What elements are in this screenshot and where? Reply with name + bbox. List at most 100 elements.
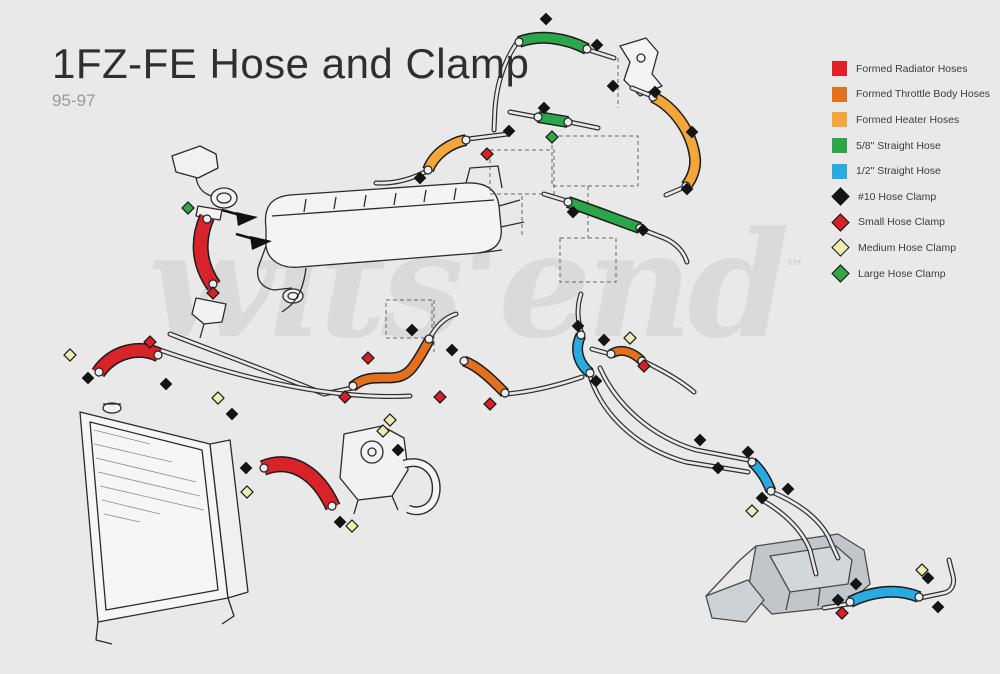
hose-clamp-medium [63, 348, 77, 362]
hose-clamp-10 [685, 125, 699, 139]
hose-clamp-10 [159, 377, 173, 391]
legend-item: Small Hose Clamp [831, 210, 990, 236]
legend-item: #10 Hose Clamp [831, 184, 990, 210]
metal-pipe-core [428, 312, 458, 340]
hose-clamp-10 [711, 461, 725, 475]
legend-item: Formed Radiator Hoses [832, 56, 990, 82]
legend-item: Large Hose Clamp [831, 261, 990, 287]
worm-clamp-ring [576, 330, 586, 340]
metal-pipe-core [639, 227, 689, 264]
worm-clamp-ring [423, 165, 433, 175]
metal-pipe [638, 226, 690, 265]
legend-item: Formed Heater Hoses [832, 107, 990, 133]
radiator [79, 402, 249, 645]
legend-item: 5/8" Straight Hose [832, 133, 990, 159]
legend-label: Formed Throttle Body Hoses [856, 88, 991, 101]
hose-clamp-10 [693, 433, 707, 447]
legend-label: #10 Hose Clamp [858, 190, 937, 203]
hose-swatch-square [832, 138, 847, 154]
worm-clamp-ring [459, 356, 469, 366]
worm-clamp-ring [914, 592, 924, 602]
water-pump [339, 425, 441, 516]
metal-pipe-core [504, 375, 584, 396]
hose-clamp-10 [502, 124, 516, 138]
pointer-arrows [221, 208, 272, 250]
worm-clamp-ring [259, 463, 269, 473]
worm-clamp-ring [766, 486, 776, 496]
hose-clamp-medium [915, 563, 929, 577]
hose-clamp-10 [537, 101, 551, 115]
hose-clamp-10 [921, 571, 935, 585]
hose-heater [423, 135, 468, 172]
legend-label: Formed Radiator Hoses [856, 62, 968, 75]
clamp-markers-layer [63, 12, 945, 620]
hose-clamp-10 [741, 445, 755, 459]
hose-clamp-10 [566, 205, 580, 219]
clamp-swatch-diamond [831, 213, 850, 232]
worm-clamp-ring [563, 117, 573, 127]
rear-heater-unit [705, 533, 871, 623]
worm-clamp-ring [424, 334, 434, 344]
metal-pipe-core [587, 48, 616, 60]
legend-label: 5/8" Straight Hose [856, 139, 941, 152]
hose-heater [650, 92, 700, 189]
hose-clamp-medium [240, 485, 254, 499]
page-title: 1FZ-FE Hose and Clamp [52, 40, 530, 87]
hose-clamp-10 [81, 371, 95, 385]
hose-clamp-10 [571, 319, 585, 333]
worm-clamp-ring [747, 457, 757, 467]
hose-straight58 [566, 197, 642, 233]
hose-straight58 [537, 112, 569, 127]
hose-clamp-10 [333, 515, 347, 529]
metal-pipe-core [466, 132, 510, 141]
metal-pipe-core [567, 120, 600, 130]
hose-radiator [93, 344, 162, 377]
worm-clamps-layer [94, 37, 924, 607]
hose-clamp-small [206, 286, 220, 300]
worm-clamp-ring [202, 214, 212, 224]
page-subtitle: 95-97 [52, 91, 96, 110]
worm-clamp-ring [514, 37, 524, 47]
hose-clamp-10 [849, 577, 863, 591]
engine-line-art [79, 37, 871, 645]
hose-clamp-small [480, 147, 494, 161]
metal-pipe-core [770, 490, 840, 560]
hose-throttle [349, 336, 434, 391]
legend-label: 1/2" Straight Hose [856, 165, 941, 178]
hose-throttle [462, 357, 508, 396]
hose-straight58 [517, 33, 590, 54]
legend-label: Formed Heater Hoses [856, 113, 960, 126]
dashed-guides [385, 58, 639, 352]
hose-clamp-large [181, 201, 195, 215]
hose-straight12 [847, 587, 921, 607]
legend-item: 1/2" Straight Hose [832, 158, 990, 184]
hose-clamp-medium [345, 519, 359, 533]
engine-block [256, 165, 525, 313]
legend-label: Large Hose Clamp [858, 267, 946, 280]
hose-clamp-large [545, 130, 559, 144]
hose-clamp-10 [590, 38, 604, 52]
hose-swatch-square [832, 86, 847, 102]
worm-clamp-ring [582, 44, 592, 54]
worm-clamp-ring [606, 349, 616, 359]
hose-straight12 [749, 459, 775, 493]
hose-clamp-10 [589, 374, 603, 388]
worm-clamp-ring [563, 197, 573, 207]
metal-pipe-core [918, 558, 955, 600]
hose-clamp-medium [623, 331, 637, 345]
hose-clamp-medium [383, 413, 397, 427]
hose-clamp-10 [680, 182, 694, 196]
worm-clamp-ring [500, 388, 510, 398]
hose-swatch-square [832, 112, 847, 128]
metal-pipe-core [630, 86, 654, 98]
hose-clamp-10 [405, 323, 419, 337]
worm-clamp-ring [461, 135, 471, 145]
worm-clamp-ring [94, 367, 104, 377]
metal-pipe-core [822, 602, 850, 610]
hose-clamp-medium [211, 391, 225, 405]
hose-radiator [260, 457, 339, 510]
metal-pipe-core [374, 169, 429, 185]
